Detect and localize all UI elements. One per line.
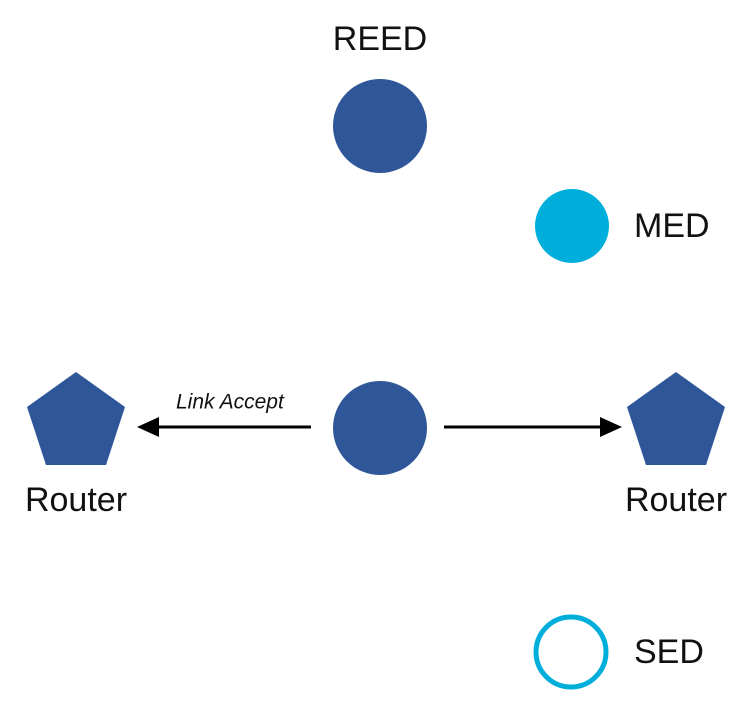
node-label-router-right: Router (625, 481, 727, 519)
node-med[interactable]: MED (535, 189, 710, 263)
router-right-pentagon-icon[interactable] (627, 372, 725, 465)
node-sed[interactable]: SED (533, 614, 704, 690)
sed-circle-icon[interactable] (533, 614, 609, 690)
node-label-sed: SED (634, 633, 704, 671)
arrow-head-right-icon (600, 417, 622, 437)
edge-leader-to-router-right (444, 417, 622, 437)
edge-label-link-accept: Link Accept (176, 391, 285, 414)
node-reed[interactable]: REED (333, 20, 427, 173)
reed-circle-icon[interactable] (333, 79, 427, 173)
node-router-left[interactable]: Router (25, 372, 127, 519)
med-circle-icon[interactable] (535, 189, 609, 263)
arrow-head-left-icon (137, 417, 159, 437)
node-leader[interactable] (333, 381, 427, 475)
node-router-right[interactable]: Router (625, 372, 727, 519)
router-left-pentagon-icon[interactable] (27, 372, 125, 465)
node-label-router-left: Router (25, 481, 127, 519)
node-label-med: MED (634, 207, 710, 245)
edge-leader-to-router-left: Link Accept (137, 391, 311, 437)
node-label-reed: REED (333, 20, 427, 58)
leader-circle-icon[interactable] (333, 381, 427, 475)
